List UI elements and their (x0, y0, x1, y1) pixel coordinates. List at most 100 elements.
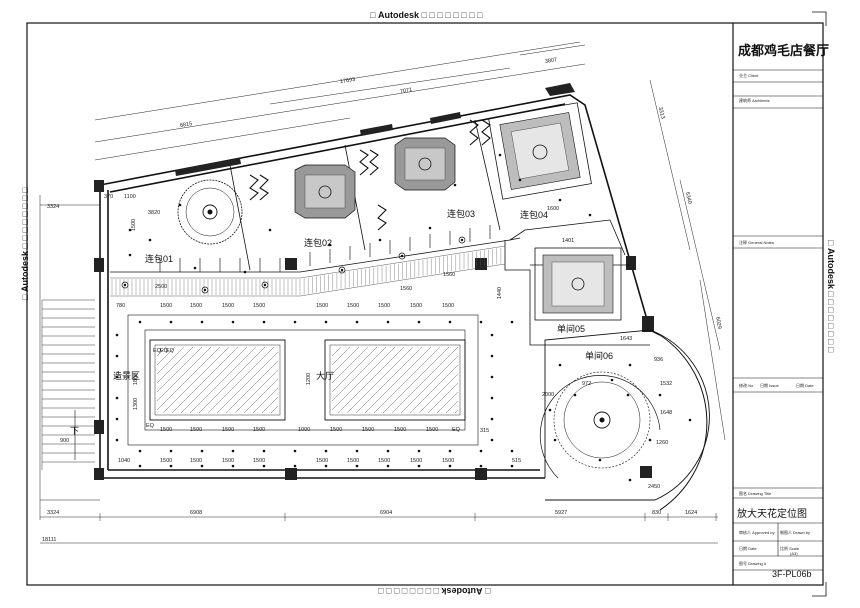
dim-r-1560-a: 1560 (443, 272, 456, 278)
dim-grid-eq-b: EQ (153, 348, 161, 354)
dim-grid-eq-c: EQ (160, 348, 168, 354)
dim-bottom-6904: 6904 (380, 510, 393, 516)
dim-grid-1500-w: 1500 (347, 458, 360, 464)
dim-grid-1500-n: 1500 (330, 427, 343, 433)
room-label-hall: 大厅 (316, 371, 335, 381)
watermark-top: □ Autodesk □ □ □ □ □ □ □ □ (370, 10, 483, 20)
dim-grid-1500-h: 1500 (410, 303, 423, 309)
ceiling-circle-2 (539, 329, 710, 501)
dim-grid-1500-y: 1500 (410, 458, 423, 464)
dim-r-1560-b: 1560 (400, 286, 413, 292)
dim-r-1260: 1260 (656, 440, 669, 446)
drawn-by-label: 制图人 Drawn by (780, 530, 811, 535)
corner-marks (812, 11, 827, 597)
dimension-lines-bottom (40, 513, 718, 544)
hall-panels (127, 314, 479, 446)
dim-grid-1500-d: 1500 (253, 303, 266, 309)
dim-grid-1500-j: 1500 (160, 427, 173, 433)
dim-grid-1800: 1800 (133, 372, 140, 386)
dimension-lines-left (39, 195, 100, 520)
dim-grid-1500-b: 1500 (190, 303, 203, 309)
dim-grid-eq-a: EQ (452, 427, 460, 433)
hall-panel-hatch (156, 346, 459, 414)
room-label-01: 连包01 (145, 254, 174, 264)
room-label-03: 连包03 (447, 209, 476, 219)
dim-r-972: 972 (582, 381, 592, 387)
corridor-hatch (110, 245, 506, 297)
revision-no-label: 修改 No (739, 383, 754, 388)
dim-left-1500: 1500 (131, 218, 138, 232)
dim-grid-1200: 1200 (306, 372, 313, 386)
dim-grid-eq-e: EQ (146, 423, 154, 429)
dim-grid-1500-c: 1500 (222, 303, 235, 309)
dim-left-1100: 1100 (124, 194, 136, 200)
revision-date-label: 日期 Date (796, 383, 814, 388)
dim-left-3820: 3820 (148, 210, 161, 216)
pendant-lines (159, 225, 491, 272)
dim-grid-1500-k: 1500 (190, 427, 203, 433)
ceiling-panel-3 (488, 102, 592, 200)
revision-issue-label: 日期 Issue (760, 383, 779, 388)
dim-grid-1500-g: 1500 (378, 303, 391, 309)
dim-grid-515: 515 (512, 458, 522, 464)
dim-grid-1500-x: 1500 (378, 458, 391, 464)
dim-r-1643: 1643 (620, 336, 633, 342)
dim-grid-315: 315 (480, 428, 490, 434)
zigzag-lights (249, 119, 491, 231)
dim-grid-1500-f: 1500 (347, 303, 360, 309)
dimension-lines-top (94, 41, 586, 161)
downlight-points (115, 153, 692, 482)
dim-r-1600: 1600 (547, 206, 560, 212)
dim-left-3324: 3324 (47, 204, 60, 210)
dim-left-780: 780 (116, 303, 126, 309)
dim-r-1532: 1532 (660, 381, 673, 387)
client-label: 业主 Client (739, 73, 759, 78)
ceiling-circle-1 (177, 179, 243, 245)
dim-grid-eq-d: EQ (166, 348, 174, 354)
room-label-05: 单间05 (557, 324, 586, 334)
stair-down-label: 下 (70, 426, 80, 436)
dim-grid-1500-v: 1500 (316, 458, 329, 464)
general-notes-label: 注释 General Notes (739, 240, 774, 245)
drawing-title: 放大天花定位图 (737, 509, 807, 520)
approved-by-label: 审核人 Approved by (739, 530, 775, 535)
dim-grid-1500-s: 1500 (190, 458, 203, 464)
dim-grid-1500-t: 1500 (222, 458, 235, 464)
project-name: 成都鸡毛店餐厅 (738, 43, 830, 58)
dim-r-1401: 1401 (562, 238, 575, 244)
dim-grid-1500-p: 1500 (394, 427, 407, 433)
dim-r-2450: 2450 (648, 484, 661, 490)
dim-grid-1500-u: 1500 (253, 458, 266, 464)
scale-value: (A3) (790, 551, 798, 556)
stair-lines (41, 299, 95, 470)
room-label-04: 连包04 (520, 210, 549, 220)
date-label: 日期 Date (739, 546, 757, 551)
dim-grid-1500-a: 1500 (160, 303, 173, 309)
dim-r-936: 936 (654, 357, 664, 363)
dim-grid-1500-z: 1500 (442, 458, 455, 464)
dim-grid-1500-i: 1500 (442, 303, 455, 309)
ceiling-panel-1 (294, 164, 356, 219)
dim-grid-1500-m: 1500 (253, 427, 266, 433)
wall-columns (94, 83, 654, 480)
curved-wall (654, 331, 708, 511)
drawing-number-label: 图号 Drawing # (739, 561, 767, 566)
dim-r-1440: 1440 (497, 286, 504, 300)
drawing-title-label: 图名 Drawing Title (739, 491, 772, 496)
dim-grid-1000: 1000 (298, 427, 311, 433)
dim-grid-1500-o: 1500 (362, 427, 375, 433)
dim-r-1648: 1648 (660, 410, 673, 416)
architect-label: 建筑师 Architects (739, 98, 770, 103)
title-block-rules (733, 69, 823, 571)
ceiling-panel-2 (394, 137, 456, 191)
dim-bottom-5927: 5927 (555, 510, 568, 516)
dim-r-2000: 2000 (542, 392, 555, 398)
ceiling-panel-4 (534, 247, 622, 321)
corridor-hatch-ticks (111, 247, 502, 295)
dim-left-370: 370 (104, 194, 114, 200)
room-label-06: 单间06 (585, 351, 614, 361)
drawing-number: 3F-PL06b (772, 569, 812, 579)
room-label-02: 连包02 (304, 238, 333, 248)
dim-grid-1300: 1300 (133, 397, 140, 411)
